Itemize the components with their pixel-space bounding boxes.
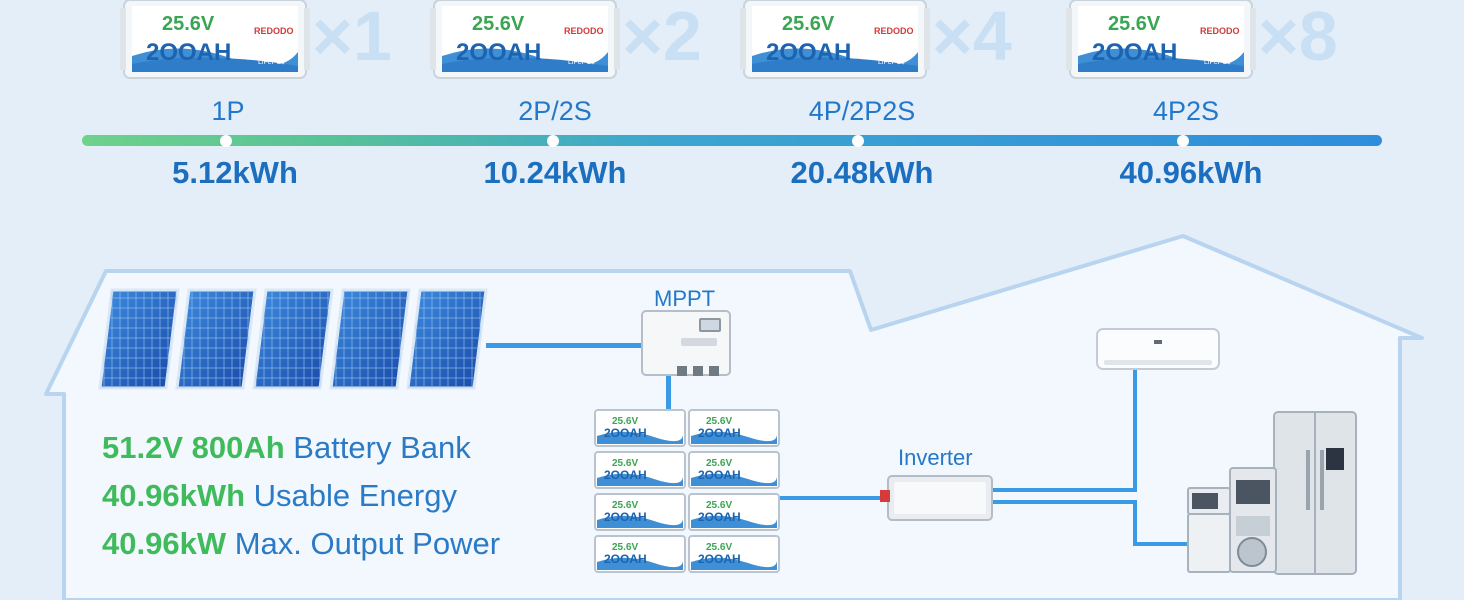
wire-appliances [1133, 542, 1193, 546]
config-energy: 20.48kWh [790, 155, 934, 190]
svg-text:LiFePO₄: LiFePO₄ [878, 59, 905, 66]
timeline-dot [220, 135, 232, 147]
svg-text:REDODO: REDODO [254, 26, 294, 36]
svg-text:2OOAH: 2OOAH [698, 510, 741, 524]
config-label: 2P/2S [518, 96, 592, 126]
multiplier-text: ×4 [932, 0, 1012, 75]
config-4: 25.6V 2OOAH REDODO LiFePO₄ ×8 [1066, 0, 1366, 200]
timeline-dot [1177, 135, 1189, 147]
wire-solar-mppt [486, 343, 644, 348]
multiplier-text: ×2 [622, 0, 702, 75]
spec-text: Battery Bank [284, 430, 471, 465]
svg-text:25.6V: 25.6V [1108, 13, 1161, 35]
solar-panel [329, 288, 411, 390]
svg-text:25.6V: 25.6V [706, 458, 732, 469]
battery-image: 25.6V 2OOAH [688, 409, 780, 447]
svg-text:REDODO: REDODO [874, 26, 914, 36]
solar-panel [406, 288, 488, 390]
wire-battery-inverter [777, 496, 887, 500]
config-2: 25.6V 2OOAH REDODO LiFePO₄ ×2 [430, 0, 730, 200]
capacity-timeline [82, 135, 1382, 146]
wire-mppt-battery [666, 376, 671, 410]
config-energy: 10.24kWh [483, 155, 627, 190]
battery-image: 25.6V 2OOAH REDODO LiFePO₄ [120, 0, 310, 79]
svg-text:LiFePO₄: LiFePO₄ [568, 59, 595, 66]
battery-image: 25.6V 2OOAH REDODO LiFePO₄ [430, 0, 620, 79]
svg-text:2OOAH: 2OOAH [604, 552, 647, 566]
svg-text:2OOAH: 2OOAH [698, 426, 741, 440]
spec-usable-energy: 40.96kWh Usable Energy [102, 478, 457, 514]
multiplier-text: ×1 [312, 0, 392, 75]
svg-text:2OOAH: 2OOAH [698, 552, 741, 566]
spec-battery-bank: 51.2V 800Ah Battery Bank [102, 430, 471, 466]
config-energy: 5.12kWh [172, 155, 298, 190]
wire-appliances-down [1133, 500, 1137, 546]
svg-text:LiFePO₄: LiFePO₄ [258, 59, 285, 66]
svg-text:25.6V: 25.6V [782, 13, 835, 35]
config-1: 25.6V 2OOAH REDODO LiFePO₄ ×1 [120, 0, 420, 200]
svg-text:25.6V: 25.6V [706, 542, 732, 553]
solar-panel [175, 288, 257, 390]
svg-text:25.6V: 25.6V [706, 500, 732, 511]
svg-text:25.6V: 25.6V [706, 416, 732, 427]
inverter-icon [880, 475, 993, 521]
svg-text:25.6V: 25.6V [472, 13, 525, 35]
spec-text: Max. Output Power [226, 526, 501, 561]
config-label: 4P2S [1152, 96, 1220, 126]
wire-ac-up [1133, 370, 1137, 492]
svg-text:2OOAH: 2OOAH [146, 39, 231, 66]
wire-inverter-appliances [992, 500, 1137, 504]
battery-image: 25.6V 2OOAH [688, 535, 780, 573]
battery-image: 25.6V 2OOAH [594, 493, 686, 531]
home-appliances-icon [1187, 411, 1357, 575]
battery-image: 25.6V 2OOAH REDODO LiFePO₄ [1066, 0, 1256, 79]
svg-text:LiFePO₄: LiFePO₄ [1204, 59, 1231, 66]
svg-text:2OOAH: 2OOAH [604, 510, 647, 524]
air-conditioner-icon [1096, 328, 1220, 370]
wire-inverter-ac [992, 488, 1137, 492]
svg-text:2OOAH: 2OOAH [456, 39, 541, 66]
svg-text:2OOAH: 2OOAH [698, 468, 741, 482]
svg-text:2OOAH: 2OOAH [1092, 39, 1177, 66]
config-label: 4P/2P2S [808, 96, 916, 126]
svg-text:25.6V: 25.6V [162, 13, 215, 35]
battery-image: 25.6V 2OOAH [688, 451, 780, 489]
spec-text: Usable Energy [245, 478, 457, 513]
battery-image: 25.6V 2OOAH [594, 409, 686, 447]
svg-text:2OOAH: 2OOAH [766, 39, 851, 66]
battery-image: 25.6V 2OOAH [688, 493, 780, 531]
svg-text:REDODO: REDODO [564, 26, 604, 36]
solar-panel [98, 288, 180, 390]
svg-text:2OOAH: 2OOAH [604, 426, 647, 440]
config-3: 25.6V 2OOAH REDODO LiFePO₄ ×4 [740, 0, 1040, 200]
battery-image: 25.6V 2OOAH [594, 535, 686, 573]
solar-panel [252, 288, 334, 390]
inverter-label: Inverter [898, 445, 973, 470]
config-label: 1P [211, 96, 245, 126]
timeline-dot [547, 135, 559, 147]
spec-highlight: 51.2V 800Ah [102, 430, 285, 465]
mppt-label: MPPT [654, 286, 716, 311]
spec-highlight: 40.96kW [102, 526, 227, 561]
config-energy: 40.96kWh [1119, 155, 1263, 190]
svg-text:REDODO: REDODO [1200, 26, 1240, 36]
svg-text:25.6V: 25.6V [612, 542, 638, 553]
spec-highlight: 40.96kWh [102, 478, 246, 513]
mppt-controller-icon [641, 310, 731, 376]
spec-max-output: 40.96kW Max. Output Power [102, 526, 500, 562]
timeline-dot [852, 135, 864, 147]
svg-text:2OOAH: 2OOAH [604, 468, 647, 482]
battery-image: 25.6V 2OOAH [594, 451, 686, 489]
solar-panel-array [98, 288, 488, 390]
svg-text:25.6V: 25.6V [612, 416, 638, 427]
svg-text:25.6V: 25.6V [612, 500, 638, 511]
svg-text:25.6V: 25.6V [612, 458, 638, 469]
battery-image: 25.6V 2OOAH REDODO LiFePO₄ [740, 0, 930, 79]
multiplier-text: ×8 [1258, 0, 1338, 75]
